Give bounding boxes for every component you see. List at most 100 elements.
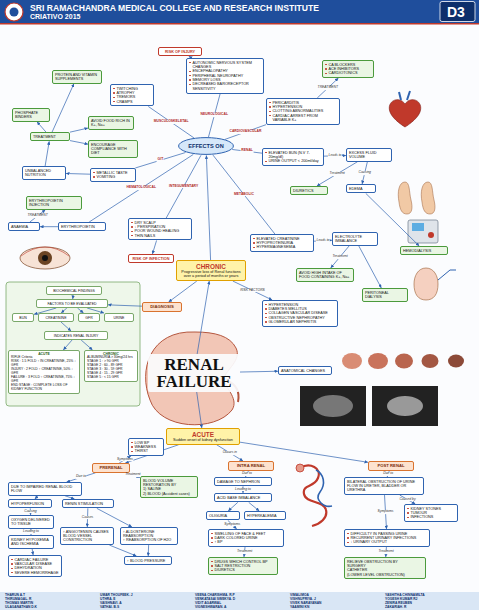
node-text: DEHYDRATION xyxy=(11,566,59,570)
node-text: RELIEVE OBSTRUCTION BY xyxy=(347,560,423,564)
node-text: DIURETICS xyxy=(211,568,275,572)
info-box: BILATERAL OBSTRUCTION OF URINE FLOW IN U… xyxy=(344,477,424,495)
info-box: ↑ ANGIOTENSIN CAUSES BLOOD VESSEL CONSTR… xyxy=(60,527,114,545)
connector xyxy=(249,502,260,511)
header-subtitle: CRIATIVO 2015 xyxy=(30,13,80,20)
connector xyxy=(108,305,142,306)
node-text: 1) SALINE xyxy=(143,487,195,491)
connector xyxy=(40,226,58,227)
node-text: CARDIOTONICS xyxy=(325,71,371,75)
connector-label: Treatment xyxy=(378,550,394,554)
node-text: THIN NAILS xyxy=(131,234,189,238)
node-text: DRY SCALP xyxy=(131,221,189,225)
treatment-box: HEMODIALYSIS xyxy=(400,246,448,255)
connector-label: Symptoms xyxy=(116,458,133,462)
header-rule xyxy=(0,23,479,25)
treatment-box: ENCOURAGE COMPLIANCE WITH DIET xyxy=(88,140,138,158)
info-box: EXCESS FLUID VOLUME xyxy=(346,148,392,162)
node-text: KIDNEY STONES xyxy=(407,507,455,511)
connector-label: Leading to xyxy=(234,488,251,492)
criteria-table: ACUTERIFLE CriteriaRISK : 1.5 FOLD ↑ IN … xyxy=(8,350,80,394)
dialysis-machine-pump xyxy=(428,232,434,238)
node-text: RISK : 1.5 FOLD ↑ IN CREATININE, 25% ↓ G… xyxy=(11,360,77,368)
connector xyxy=(228,502,238,511)
node-text: WEAKNESS xyxy=(131,445,161,449)
info-box: HYPOPERFUSION xyxy=(8,499,52,508)
info-box: DAMAGE TO NEPHRON xyxy=(214,477,272,486)
node-text: AUTONOMIC NERVOUS SYSTEM CHANGES xyxy=(189,61,261,70)
treatment-box: PROTEIN AND VITAMIN SUPPLEMENTS xyxy=(52,70,102,84)
connector xyxy=(206,155,210,260)
treatment-list-box: CA BLOCKERSACE INHIBITORSCARDIOTONICS xyxy=(322,60,374,78)
list-box: DIFFICULTY IN PASSING URINERECURRENT URI… xyxy=(344,529,430,547)
connector xyxy=(70,128,88,132)
info-box: ELECTROLYTE IMBALANCE xyxy=(332,232,378,246)
node-text: CARDIAC FAILURE xyxy=(11,558,59,562)
node-text: OXYGEN DELIVERED TO TISSUE xyxy=(11,518,51,527)
eye-lid xyxy=(21,247,69,256)
node-text: 2) BLOOD (Accident cases) xyxy=(143,492,195,496)
node-text: RENIN STIMULATION xyxy=(65,502,111,506)
node-text: ELECTROLYTE IMBALANCE xyxy=(335,235,375,244)
node-text: INJURY : 2 FOLD ↑ CREATININE, 50% ↓ GFR xyxy=(11,368,77,376)
node-text: SEVERE HEMORRHAGE xyxy=(11,571,59,575)
node-text: ↑ REABSORPTION OF H2O xyxy=(123,538,175,542)
connector xyxy=(109,545,136,556)
peritoneal-catheter xyxy=(438,270,456,280)
connector xyxy=(45,141,49,166)
node-text: (LOWER LEVEL OBSTRUCTION) xyxy=(347,573,423,577)
info-box: HYPERKALEMIA xyxy=(244,511,286,520)
connector-label: Leads to xyxy=(316,239,330,243)
diagnosis-box: BUN xyxy=(12,313,34,322)
author-name: VIVEK NARAYANAN xyxy=(290,602,321,605)
swollen-foot-image xyxy=(421,182,435,214)
code-badge-text: D3 xyxy=(447,5,465,19)
risk-box: RISK OF INJURY xyxy=(158,47,202,56)
connector-label: Treatment xyxy=(125,473,141,477)
node-text: HYPOPROTEINURIA xyxy=(253,241,311,245)
node-text: MEMORY LOSS xyxy=(189,78,261,82)
eye-iris xyxy=(38,251,52,265)
connector xyxy=(61,322,71,331)
node-text: EXCESS FLUID VOLUME xyxy=(349,151,389,160)
eye-pupil xyxy=(42,255,48,261)
node-text: CHRONIC xyxy=(179,263,243,270)
node-text: DIFFICULTY IN PASSING URINE xyxy=(347,532,427,536)
diagnosis-box: URINE xyxy=(104,313,134,322)
list-box: CARDIAC FAILUREVASCULAR DISEASEDEHYDRATI… xyxy=(8,555,62,577)
connector-label: INTEGUMENTARY xyxy=(168,185,198,189)
node-text: PERICARDITIS xyxy=(269,101,337,105)
author-name: ULAGANATHAN D.K xyxy=(5,606,37,609)
connector xyxy=(400,495,416,504)
heart-vessels xyxy=(399,91,410,100)
node-text: THIRST xyxy=(131,449,161,453)
node-text: HEMODIALYSIS xyxy=(403,249,445,253)
connector xyxy=(97,508,132,527)
center-ellipse: EFFECTS ON xyxy=(178,137,234,155)
node-text: END STAGE : COMPLETE LOSS OF KIDNEY FUNC… xyxy=(11,384,77,392)
kidney-stage-image xyxy=(395,354,413,369)
treatment-box: PERITONEAL DIALYSIS xyxy=(362,288,408,302)
connector-label: Leading to xyxy=(22,530,39,534)
category-box: PRERENAL xyxy=(92,463,130,473)
list-box: DRY SCALP↓ PERSPIRATIONPOOR WOUND HEALIN… xyxy=(128,218,192,240)
connector-label: Symptoms xyxy=(377,510,394,514)
node-text: CA BLOCKERS xyxy=(325,63,371,67)
swollen-foot-image xyxy=(398,182,412,214)
node-text: ↓ PERSPIRATION xyxy=(131,225,189,229)
connector-label: RENAL xyxy=(241,149,254,153)
node-text: ELEVATED BUN (N.V 7-20mg/dl) xyxy=(265,151,321,160)
info-box: ↑ BLOOD PRESSURE xyxy=(124,556,172,565)
ultrasound-image xyxy=(300,386,366,426)
connector xyxy=(213,155,275,234)
node-text: BILATERAL OBSTRUCTION OF URINE FLOW IN U… xyxy=(347,480,421,493)
node-text: SWELLING OF FACE & FEET xyxy=(211,532,281,536)
node-text: TUMOUR xyxy=(407,511,455,515)
node-text: Progressive loss of Renal functions over… xyxy=(179,270,243,279)
connector xyxy=(331,246,350,268)
node-text: URINE OUTPUT < 200ml/day xyxy=(265,159,321,163)
connector xyxy=(197,281,209,354)
connector xyxy=(63,340,72,350)
info-box: EDEMA xyxy=(346,184,376,193)
node-text: PHOSPHATE BINDERS xyxy=(15,111,47,120)
